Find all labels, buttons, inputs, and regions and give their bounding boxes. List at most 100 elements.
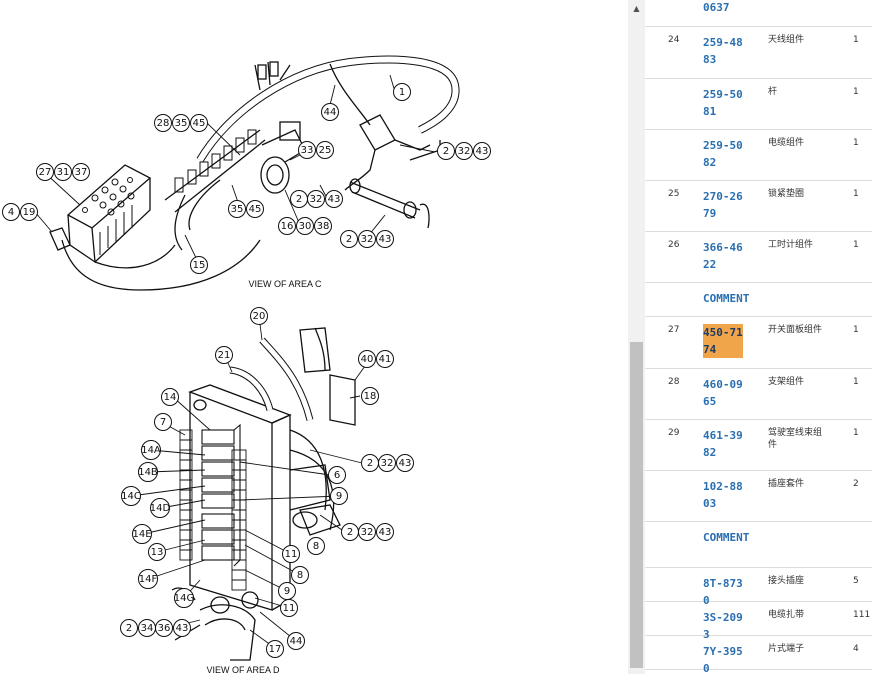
part-name: 杆	[768, 87, 778, 97]
area-c-callout-circle	[298, 141, 316, 159]
area-d-callout-circle	[173, 619, 191, 637]
area-c-callout-circle	[473, 142, 491, 160]
part-number-link[interactable]: 259-4883	[703, 36, 743, 66]
area-d-callout-label: 2	[126, 623, 132, 634]
area-d-callout-circle	[280, 599, 298, 617]
area-c-callout-label: 35	[175, 118, 188, 129]
part-quantity: 1	[853, 377, 859, 387]
part-quantity: 111	[853, 610, 871, 620]
page-scrollbar[interactable]: ▲	[628, 0, 645, 674]
part-quantity: 1	[853, 325, 859, 335]
part-quantity: 1	[853, 35, 859, 45]
area-d-callout-label: 17	[269, 644, 282, 655]
area-d-callout-label: 41	[379, 354, 392, 365]
area-c-callout-circle	[278, 217, 296, 235]
area-d-callout-label: 43	[379, 527, 392, 538]
part-quantity: 4	[853, 644, 859, 654]
area-c-callout-circle	[455, 142, 473, 160]
area-d-callout-label: 44	[290, 636, 303, 647]
area-c-callout-circle	[2, 203, 20, 221]
area-c-callout-circle	[437, 142, 455, 160]
area-c-callout-circle	[190, 114, 208, 132]
area-c-callout-label: 37	[75, 167, 88, 178]
part-number-link[interactable]: 450-7174	[703, 324, 743, 358]
part-number-link[interactable]: 259-5081	[703, 88, 743, 118]
area-d-callout-label: 2	[347, 527, 353, 538]
area-c-callout-label: 32	[458, 146, 471, 157]
area-d-callout-circle	[358, 350, 376, 368]
area-c-callout-label: 35	[231, 204, 244, 215]
parts-row: 27 450-7174 开关面板组件 1	[645, 316, 872, 369]
area-c-callout-circle	[325, 190, 343, 208]
part-number-link[interactable]: 7Y-3950	[703, 645, 743, 674]
item-number: 24	[668, 35, 680, 45]
area-d-callout-circle	[121, 486, 141, 506]
part-number-link[interactable]: 461-3982	[703, 429, 743, 459]
area-c-callout-label: 1	[399, 87, 405, 98]
area-c-callout-label: 45	[193, 118, 206, 129]
area-d-callout-label: 7	[160, 417, 166, 428]
area-c-callout-label: 31	[57, 167, 70, 178]
part-quantity: 5	[853, 576, 859, 586]
area-d-callout-label: 14C	[121, 491, 141, 502]
area-d-callout-circle	[154, 413, 172, 431]
comment-link[interactable]: COMMENT	[703, 531, 750, 544]
area-d-callout-circle	[376, 523, 394, 541]
parts-row-partial: 0637	[645, 0, 872, 27]
area-c-callout-label: 30	[299, 221, 312, 232]
caption-area-c: VIEW OF AREA C	[248, 279, 322, 289]
item-number: 25	[668, 189, 680, 199]
scroll-up-arrow-icon[interactable]: ▲	[633, 4, 640, 13]
area-d-callout-circle	[148, 543, 166, 561]
part-number-link[interactable]: 366-4622	[703, 241, 743, 271]
area-d-callout-label: 14D	[150, 503, 171, 514]
area-d-callout-circle	[132, 524, 152, 544]
area-d-callout-circle	[282, 545, 300, 563]
area-d-callout-label: 14F	[139, 574, 158, 585]
item-number: 27	[668, 325, 680, 335]
scroll-thumb[interactable]	[630, 342, 643, 668]
area-d-callout-label: 43	[176, 623, 189, 634]
item-number: 29	[668, 428, 680, 438]
part-name: 插座套件	[768, 479, 805, 489]
diagram-svg: 2835452731374193325441232433545232431630…	[2, 55, 491, 674]
area-c-callout-label: 32	[310, 194, 323, 205]
part-name: 驾驶室线束组件	[768, 428, 823, 450]
part-name: 接头插座	[768, 576, 805, 586]
area-d-callout-circle	[358, 523, 376, 541]
part-quantity: 1	[853, 87, 859, 97]
comment-link[interactable]: COMMENT	[703, 292, 750, 305]
area-c-callout-label: 43	[379, 234, 392, 245]
area-d-callout-circle	[141, 440, 161, 460]
area-d-callout-label: 8	[313, 541, 319, 552]
part-number-link[interactable]: 460-0965	[703, 378, 743, 408]
part-number-link[interactable]: 259-5082	[703, 139, 743, 169]
part-number-link[interactable]: 0637	[703, 1, 730, 14]
part-number-link[interactable]: 8T-8730	[703, 577, 743, 607]
area-d-callout-label: 40	[361, 354, 374, 365]
part-number-link[interactable]: 102-8803	[703, 480, 743, 510]
area-d-callout-label: 14E	[132, 529, 151, 540]
area-c-callout-label: 4	[8, 207, 14, 218]
area-d-callout-label: 14	[164, 392, 177, 403]
area-c-callout-label: 15	[193, 260, 206, 271]
area-d-callout-circle	[120, 619, 138, 637]
part-name: 开关面板组件	[768, 325, 823, 335]
part-name: 电缆扎带	[768, 610, 805, 620]
parts-row: 3S-2093 电缆扎带 111	[645, 601, 872, 641]
area-c-callout-circle	[54, 163, 72, 181]
parts-row: 259-5081 杆 1	[645, 78, 872, 130]
area-d-callout-circle	[396, 454, 414, 472]
part-number-link[interactable]: 3S-2093	[703, 611, 743, 641]
area-d-callout-label: 43	[399, 458, 412, 469]
parts-comment-row: COMMENT	[645, 521, 872, 568]
part-number-link[interactable]: 270-2679	[703, 190, 743, 220]
area-d-callout-label: 21	[218, 350, 231, 361]
area-c-callout-label: 2	[346, 234, 352, 245]
area-c-callout-circle	[154, 114, 172, 132]
